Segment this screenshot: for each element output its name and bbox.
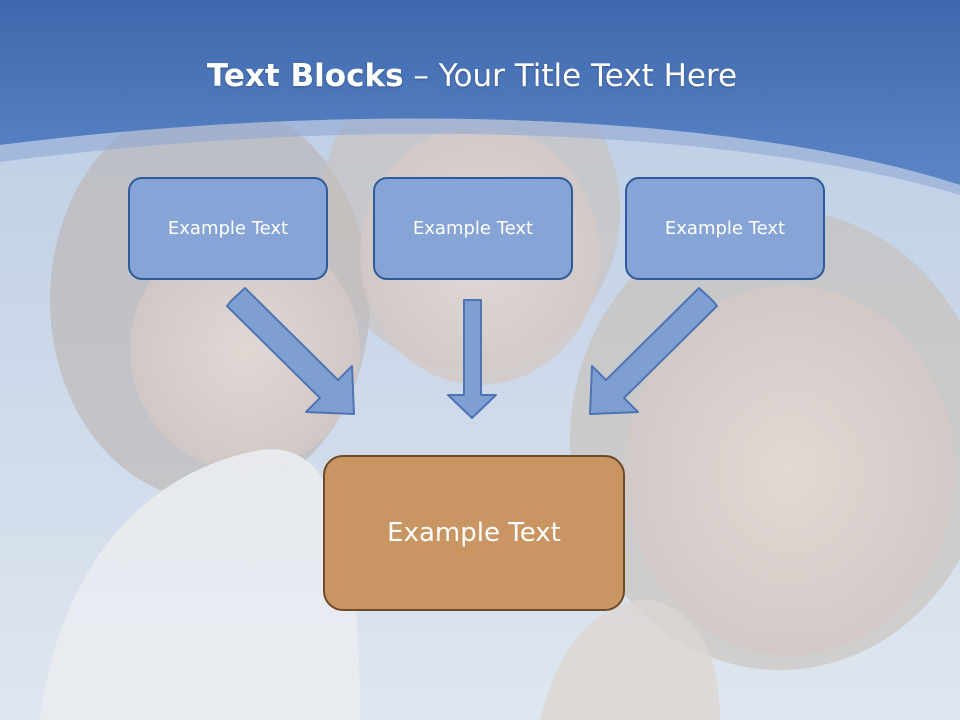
text-block-left-label: Example Text (167, 218, 289, 239)
text-block-middle[interactable]: Example Text (373, 177, 573, 280)
text-block-center[interactable]: Example Text (323, 455, 625, 611)
title-rest-part: – Your Title Text Here (403, 58, 738, 94)
text-block-middle-label: Example Text (412, 218, 534, 239)
text-block-right[interactable]: Example Text (625, 177, 825, 280)
title-bold-part: Text Blocks (206, 58, 404, 94)
text-block-left[interactable]: Example Text (128, 177, 328, 280)
text-block-right-label: Example Text (664, 218, 786, 239)
text-block-center-label: Example Text (387, 518, 561, 548)
slide-title: Text Blocks – Your Title Text Here (0, 56, 944, 96)
